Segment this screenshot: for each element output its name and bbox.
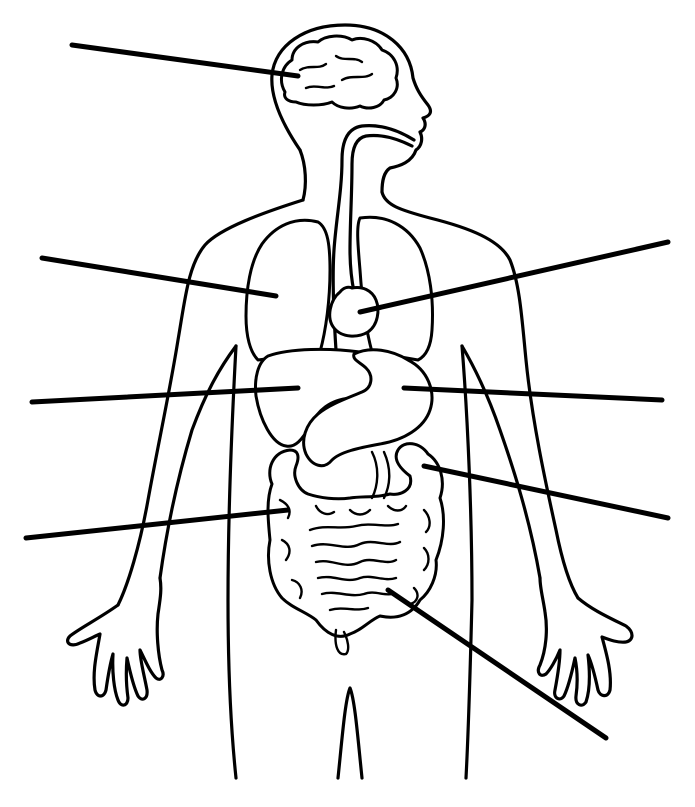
leader-line-lungs: [39, 255, 279, 299]
leader-line-heart: [357, 239, 671, 315]
left-lung: [244, 218, 332, 362]
right-lung: [356, 215, 434, 362]
right-hand: [536, 576, 634, 707]
large-intestine-outline: [266, 442, 445, 656]
heart-outline: [328, 285, 380, 338]
leader-line-large-intestine-left: [23, 507, 291, 541]
leader-line-brain: [69, 42, 301, 79]
stomach-outline: [302, 348, 434, 468]
leader-line-small-intestine: [385, 587, 609, 741]
esophagus-tube: [331, 124, 416, 352]
trachea-tube: [348, 133, 414, 294]
left-arm-outer: [116, 198, 305, 607]
small-intestine-outline: [308, 450, 402, 612]
appendix: [334, 628, 350, 656]
body-outline: [66, 23, 634, 780]
label-lines: [23, 42, 671, 741]
left-hand: [66, 576, 165, 707]
right-torso-side: [460, 344, 474, 780]
leader-line-large-intestine-right: [421, 463, 671, 521]
right-shoulder: [380, 190, 580, 600]
leader-line-stomach: [401, 385, 665, 403]
right-arm-inner: [460, 344, 542, 580]
small-intestine-coils: [308, 522, 402, 612]
brain-outline: [280, 34, 399, 110]
lungs-outline: [244, 215, 434, 362]
head-outline: [270, 23, 433, 194]
colon-haustra: [278, 498, 431, 606]
left-arm-inner: [158, 344, 238, 580]
crotch-line: [336, 686, 364, 780]
brain-folds: [298, 54, 374, 90]
neck-left: [298, 148, 307, 202]
duodenum: [370, 450, 391, 500]
left-torso-side: [226, 344, 238, 780]
leader-line-liver: [29, 385, 301, 405]
colon-frame: [266, 442, 445, 638]
